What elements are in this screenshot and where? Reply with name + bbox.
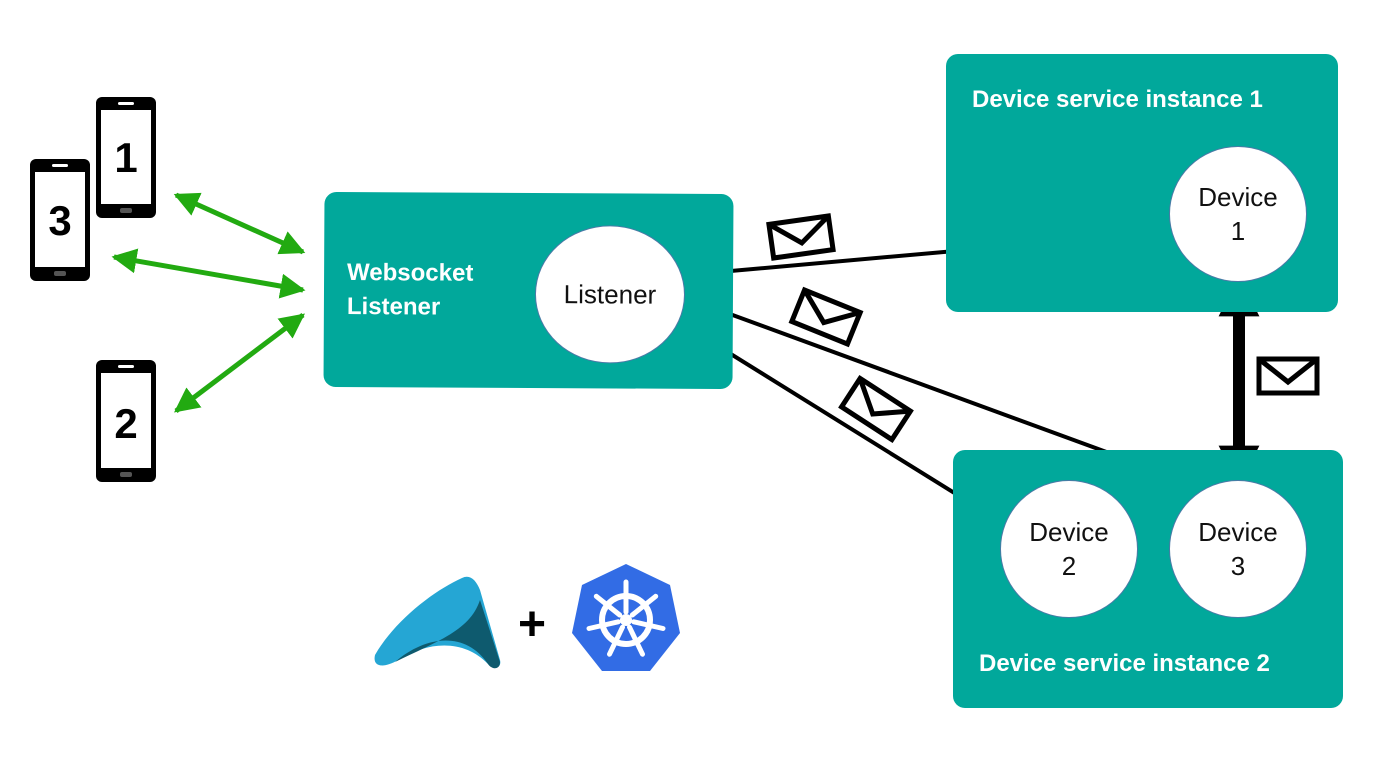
- phone-2: 2: [96, 360, 156, 482]
- node-number: 3: [1230, 551, 1246, 581]
- smartphone-icon: [30, 159, 90, 281]
- node-label: Listener: [563, 279, 657, 310]
- smartphone-icon: [96, 97, 156, 218]
- box-title-line1: Websocket: [347, 259, 474, 287]
- node-label: Device: [1198, 517, 1278, 547]
- device-service-instance-2: Device 2 Device 3 Device service instanc…: [953, 450, 1343, 708]
- phone-number: 1: [114, 134, 138, 181]
- device-2-node: Device 2: [1000, 480, 1138, 618]
- plus-sign: +: [518, 598, 547, 651]
- envelope-icon: [788, 286, 864, 348]
- node-number: 2: [1061, 551, 1077, 581]
- smartphone-icon: [96, 360, 156, 482]
- box-title-line2: Listener: [346, 293, 441, 321]
- device-1-node: Device 1: [1169, 146, 1307, 282]
- node-label: Device: [1198, 182, 1278, 212]
- phone2-link-arrow: [174, 313, 305, 413]
- envelope-icon: [1256, 356, 1320, 396]
- listener-device2-arrow: [695, 331, 987, 514]
- phone1-link-arrow: [173, 192, 306, 255]
- instance-title: Device service instance 2: [979, 650, 1270, 677]
- kubernetes-helm-icon: [572, 564, 680, 671]
- device-service-instance-1: Device service instance 1 Device 1: [946, 54, 1338, 312]
- phone3-link-arrow: [111, 248, 306, 299]
- listener-node: Listener: [534, 225, 686, 364]
- websocket-listener-box: Websocket Listener Listener: [323, 191, 734, 390]
- phone-1: 1: [96, 97, 156, 218]
- phone-number: 2: [114, 400, 138, 447]
- ably-logo-icon: [374, 576, 501, 669]
- phone-3: 3: [30, 159, 90, 281]
- node-number: 1: [1230, 216, 1246, 246]
- phone-number: 3: [48, 197, 72, 244]
- node-label: Device: [1029, 517, 1109, 547]
- envelope-icon: [838, 374, 914, 444]
- envelope-icon: [766, 213, 836, 261]
- instance-title: Device service instance 1: [972, 86, 1263, 113]
- device-3-node: Device 3: [1169, 480, 1307, 618]
